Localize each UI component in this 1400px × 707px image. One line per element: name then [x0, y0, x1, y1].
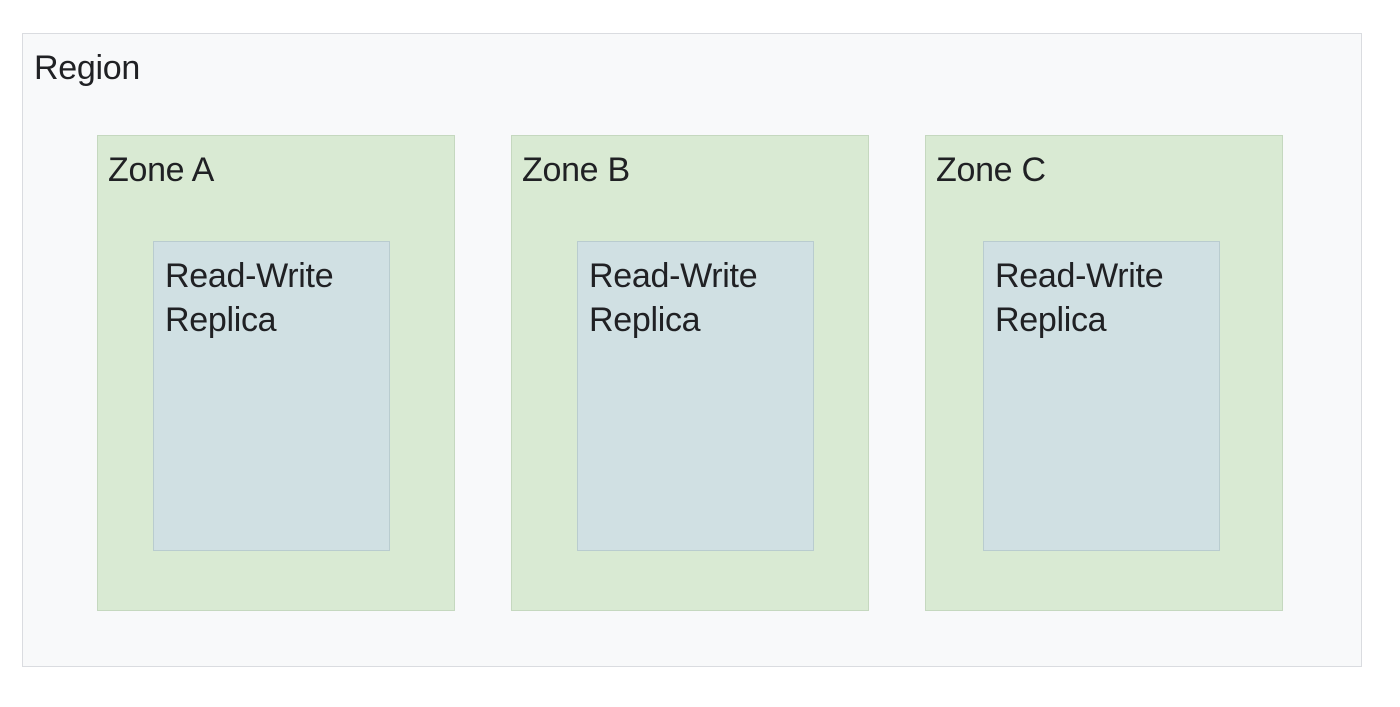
- zone-c-label: Zone C: [936, 151, 1046, 189]
- region-label: Region: [34, 49, 140, 87]
- zone-a-replica-label: Read-Write Replica: [165, 257, 334, 339]
- zone-c-replica-label: Read-Write Replica: [995, 257, 1164, 339]
- zone-b-replica-box: Read-Write Replica: [577, 241, 814, 551]
- zone-c-replica-box: Read-Write Replica: [983, 241, 1220, 551]
- zone-b-label: Zone B: [522, 151, 630, 189]
- zone-c-box: Zone C Read-Write Replica: [925, 135, 1283, 611]
- zone-b-replica-label: Read-Write Replica: [589, 257, 758, 339]
- zone-a-box: Zone A Read-Write Replica: [97, 135, 455, 611]
- region-box: Region Zone A Read-Write Replica Zone B …: [22, 33, 1362, 667]
- zone-b-box: Zone B Read-Write Replica: [511, 135, 869, 611]
- zone-a-label: Zone A: [108, 151, 214, 189]
- zone-a-replica-box: Read-Write Replica: [153, 241, 390, 551]
